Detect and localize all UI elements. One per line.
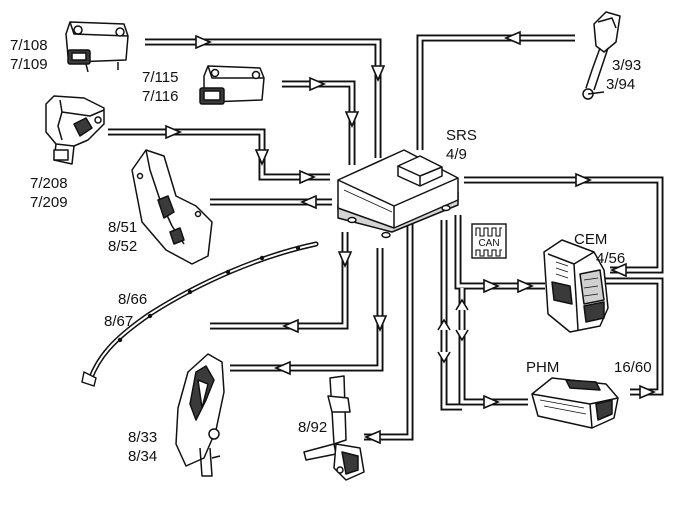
label-buckle-1: 3/93: [612, 57, 641, 74]
phone-module[interactable]: [531, 377, 619, 429]
arrow-left-icon: [609, 262, 627, 278]
label-phm-2: 16/60: [614, 359, 652, 376]
crash-sensor-top-left[interactable]: [65, 21, 129, 73]
belt-pretensioner[interactable]: [175, 353, 225, 477]
arrow-updown-icon: [437, 318, 451, 364]
channel-sensor-mid-to-srs: [282, 80, 356, 165]
arrow-right-icon: [483, 394, 501, 410]
label-srs-1: SRS: [446, 127, 477, 144]
arrow-right-icon: [195, 34, 213, 50]
channel-srs-to-belt: [230, 248, 384, 372]
srs-control-module[interactable]: [337, 149, 459, 239]
label-lap-pretensioner: 8/92: [298, 419, 327, 436]
arrow-down-icon: [344, 111, 360, 129]
arrow-down-icon: [372, 315, 388, 333]
arrow-updown-icon: [455, 298, 469, 342]
arrow-right-icon: [483, 278, 501, 294]
lap-belt-pretensioner[interactable]: [303, 375, 365, 481]
label-sensor-mid-1: 7/115: [142, 69, 178, 86]
crash-sensor-mid[interactable]: [199, 65, 265, 105]
direction-arrows: [165, 30, 657, 445]
arrow-right-icon: [309, 76, 327, 92]
channel-srs-to-lap: [364, 222, 414, 441]
curtain-airbag[interactable]: [81, 241, 319, 387]
label-seat-switch-1: 7/208: [30, 175, 68, 192]
arrow-right-icon: [517, 278, 535, 294]
arrow-right-icon: [639, 384, 657, 400]
label-phm-1: PHM: [526, 359, 559, 376]
label-belt-pretensioner-2: 8/34: [128, 448, 157, 465]
side-airbag[interactable]: [131, 149, 213, 265]
arrow-left-icon: [273, 360, 291, 376]
label-seat-switch-2: 7/209: [30, 194, 68, 211]
arrow-left-icon: [363, 429, 381, 445]
arrow-down-icon: [337, 251, 353, 269]
component-labels: 7/108 7/109 7/115 7/116 3/93 3/94 SRS 4/…: [10, 37, 652, 465]
channel-srs-to-curtain: [210, 232, 349, 330]
label-srs-2: 4/9: [446, 146, 467, 163]
label-side-airbag-2: 8/52: [108, 238, 137, 255]
label-sensor-mid-2: 7/116: [142, 88, 178, 105]
arrow-right-icon: [575, 172, 593, 188]
label-buckle-2: 3/94: [606, 76, 635, 93]
label-curtain-1: 8/66: [118, 291, 147, 308]
label-cem-2: 4/56: [596, 250, 625, 267]
label-curtain-2: 8/67: [104, 313, 133, 330]
label-belt-pretensioner-1: 8/33: [128, 429, 157, 446]
label-side-airbag-1: 8/51: [108, 219, 137, 236]
label-sensor-top-left-2: 7/109: [10, 56, 48, 73]
channel-srs-to-buckle: [416, 34, 575, 150]
label-sensor-top-left-1: 7/108: [10, 37, 48, 54]
seat-belt-buckle-sensor[interactable]: [582, 11, 621, 100]
can-label: CAN: [478, 238, 499, 249]
arrow-down-icon: [254, 149, 270, 167]
arrow-left-icon: [299, 194, 317, 210]
can-bus-icon: CAN: [471, 223, 507, 259]
label-cem-1: CEM: [574, 231, 607, 248]
arrow-left-icon: [503, 30, 521, 46]
arrow-left-icon: [281, 318, 299, 334]
channel-srs-to-phm-left: [458, 288, 528, 406]
arrow-right-icon: [299, 169, 317, 185]
arrow-right-icon: [165, 124, 183, 140]
seat-position-sensor[interactable]: [45, 95, 105, 165]
arrow-down-icon: [370, 65, 386, 83]
central-electronic-module[interactable]: [543, 239, 609, 333]
